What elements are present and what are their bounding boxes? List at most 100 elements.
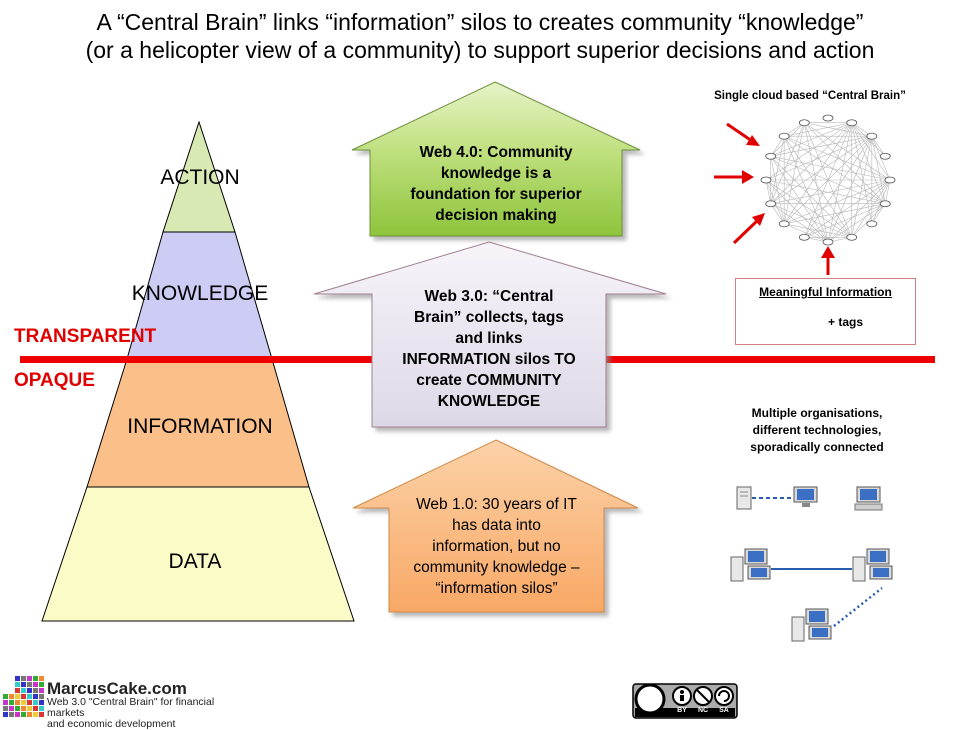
meaningful-information-title: Meaningful Information <box>759 285 892 299</box>
network-link <box>871 203 886 225</box>
web3-arrow <box>313 241 667 428</box>
mosaic-tile <box>21 694 26 699</box>
license-nc-label: NC <box>697 707 709 714</box>
network-link <box>783 135 886 204</box>
network-node <box>765 152 777 160</box>
mosaic-tile <box>27 676 32 681</box>
mosaic-tile <box>15 706 20 711</box>
mosaic-tile <box>9 706 14 711</box>
network-node <box>778 220 790 228</box>
tags-label: + tags <box>828 315 864 329</box>
network-link <box>770 135 872 157</box>
mosaic-tile <box>21 706 26 711</box>
red-pointer-arrows <box>714 122 835 275</box>
network-node <box>846 119 858 127</box>
logo-site-name: MarcusCake.com <box>47 679 187 698</box>
network-link <box>804 122 886 204</box>
network-link <box>783 122 852 225</box>
network-link <box>784 223 852 238</box>
network-link <box>770 122 805 204</box>
mosaic-tile <box>15 694 20 699</box>
network-link <box>871 136 886 204</box>
mosaic-tile <box>15 676 20 681</box>
mosaic-tile <box>33 712 38 717</box>
network-node <box>866 220 878 228</box>
network-link <box>871 135 886 157</box>
mosaic-tile <box>27 700 32 705</box>
network-link <box>851 179 891 238</box>
organisations-caption: Multiple organisations, different techno… <box>750 406 884 454</box>
mosaic-tile <box>9 700 14 705</box>
pyramid-label-action: ACTION <box>160 166 240 189</box>
mosaic-tile <box>9 694 14 699</box>
network-link <box>783 135 852 238</box>
workstation-cluster-icon <box>730 548 771 582</box>
network-node <box>822 238 834 246</box>
network-node <box>765 200 777 208</box>
server-icon <box>736 486 752 510</box>
mosaic-tile <box>39 706 44 711</box>
network-link <box>804 135 873 238</box>
network-link <box>770 122 805 157</box>
network-node <box>884 176 896 184</box>
network-node <box>798 233 810 241</box>
transparent-label: TRANSPARENT <box>14 326 157 347</box>
workstation-cluster-icon <box>852 548 893 582</box>
network-link <box>783 136 829 243</box>
mosaic-tile <box>21 676 26 681</box>
network-link <box>851 136 873 238</box>
network-link <box>770 156 829 243</box>
organisations-network-illustration <box>730 486 893 642</box>
mosaic-tile <box>3 712 8 717</box>
network-link <box>770 155 891 181</box>
network-link <box>784 203 886 225</box>
mosaic-tile <box>15 712 20 717</box>
mosaic-tile <box>33 700 38 705</box>
network-link <box>783 122 805 224</box>
opaque-label: OPAQUE <box>14 370 95 391</box>
central-brain-caption: Single cloud based “Central Brain” <box>714 90 906 102</box>
meaningful-information-box: Meaningful Information + tags <box>735 278 916 345</box>
mosaic-tile <box>21 700 26 705</box>
sa-icon <box>714 686 734 706</box>
mosaic-tile <box>9 712 14 717</box>
mosaic-tile <box>27 688 32 693</box>
pyramid-label-data: DATA <box>168 550 222 573</box>
mosaic-tile <box>27 706 32 711</box>
network-link <box>770 136 785 204</box>
mosaic-tile <box>21 688 26 693</box>
network-link <box>827 122 853 243</box>
cc-icon <box>634 683 666 715</box>
network-node <box>879 200 891 208</box>
mosaic-tile <box>21 712 26 717</box>
title-line-1: A “Central Brain” links “information” si… <box>96 9 864 35</box>
web4-arrow <box>351 81 641 237</box>
mosaic-tile <box>39 694 44 699</box>
web1-arrow <box>352 439 639 613</box>
license-sa-label: SA <box>719 707 729 714</box>
mosaic-tile <box>33 694 38 699</box>
network-link <box>770 203 785 225</box>
network-link <box>784 135 891 181</box>
mosaic-tile <box>33 682 38 687</box>
network-link <box>765 179 852 238</box>
mosaic-tile <box>3 700 8 705</box>
network-link <box>804 122 891 181</box>
creative-commons-license-badge <box>632 683 738 719</box>
mosaic-tile <box>33 676 38 681</box>
network-link <box>851 203 886 238</box>
mosaic-tile <box>15 700 20 705</box>
network-link <box>851 122 891 181</box>
network-link <box>770 135 873 204</box>
web4-description: Web 4.0: Community knowledge is a founda… <box>410 144 582 224</box>
license-by-label: BY <box>677 707 687 714</box>
network-link <box>765 179 886 205</box>
mosaic-tile <box>15 688 20 693</box>
web3-description: Web 3.0: “Central Brain” collects, tags … <box>402 288 576 410</box>
network-link <box>770 203 829 243</box>
network-link <box>827 203 886 243</box>
network-node <box>866 132 878 140</box>
network-link <box>803 122 853 238</box>
network-link <box>784 223 829 243</box>
mosaic-tile <box>33 688 38 693</box>
